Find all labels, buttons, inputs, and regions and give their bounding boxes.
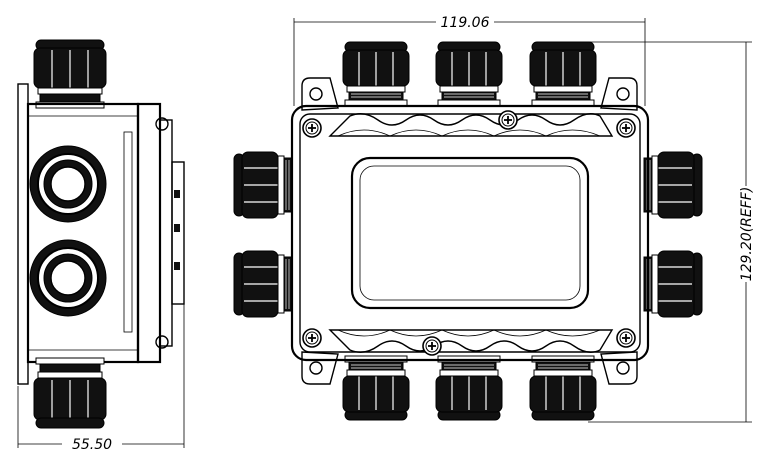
gland-right-1 bbox=[643, 151, 703, 219]
gland-bottom-1 bbox=[342, 355, 410, 421]
gland-right-2 bbox=[643, 250, 703, 318]
side-round-gland-lower bbox=[29, 239, 107, 317]
dimension-top: 119.06 bbox=[293, 15, 646, 106]
gland-bottom-3 bbox=[529, 355, 597, 421]
screw-top-left bbox=[302, 118, 322, 138]
gland-top-3 bbox=[529, 41, 597, 107]
front-body bbox=[290, 104, 650, 362]
gland-top-1 bbox=[342, 41, 410, 107]
dimension-bottom-label: 55.50 bbox=[72, 437, 112, 453]
screw-bottom-right bbox=[616, 328, 636, 348]
screw-top-center bbox=[498, 110, 518, 130]
screw-top-right bbox=[616, 118, 636, 138]
dimension-bottom: 55.50 bbox=[17, 304, 185, 453]
gland-bottom-2 bbox=[435, 355, 503, 421]
side-top-gland bbox=[33, 39, 107, 109]
dimension-right: 129.20(REFF) bbox=[588, 41, 755, 423]
side-bottom-gland bbox=[33, 357, 107, 429]
side-round-gland-upper bbox=[29, 145, 107, 223]
gland-left-2 bbox=[233, 250, 293, 318]
bottom-rib-rail bbox=[328, 329, 614, 353]
screw-bottom-center bbox=[422, 336, 442, 356]
label-window bbox=[350, 156, 590, 310]
screw-bottom-left bbox=[302, 328, 322, 348]
top-rib-rail bbox=[328, 113, 614, 137]
gland-left-1 bbox=[233, 151, 293, 219]
side-body bbox=[17, 83, 185, 385]
side-view: 55.50 bbox=[17, 39, 185, 453]
dimension-top-label: 119.06 bbox=[441, 15, 490, 31]
front-view: 119.06 129.20(REFF) bbox=[233, 15, 755, 423]
mounting-ears bbox=[301, 77, 638, 385]
dimension-right-label: 129.20(REFF) bbox=[739, 187, 755, 282]
gland-top-2 bbox=[435, 41, 503, 107]
